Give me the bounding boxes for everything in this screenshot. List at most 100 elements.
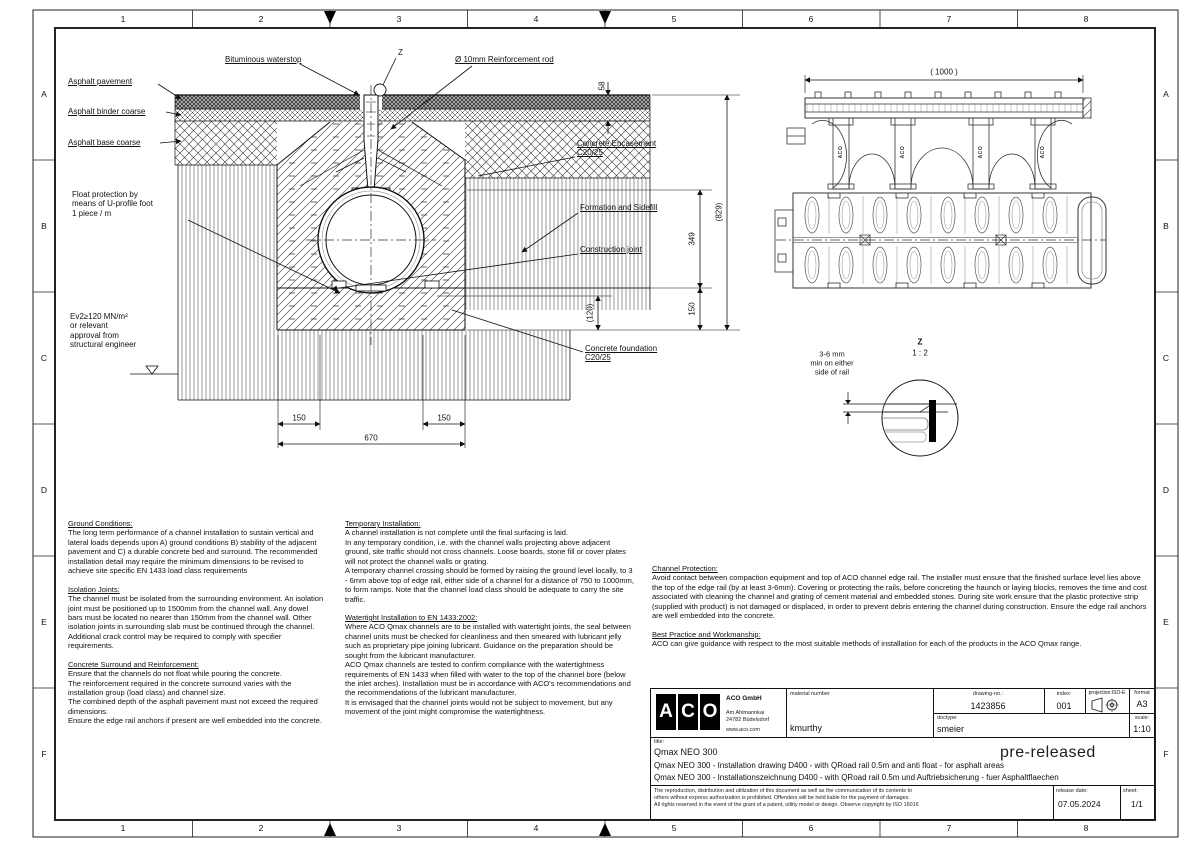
grid-row-right-e: E bbox=[1163, 617, 1169, 627]
grid-col-bot-3: 3 bbox=[396, 823, 402, 833]
dim-unit-length: ( 1000 ) bbox=[930, 67, 958, 77]
detail-z-ref: Z bbox=[917, 337, 923, 347]
grid-col-top-4: 4 bbox=[533, 14, 539, 24]
label-concrete-encasement: Concrete Encasement C20/25 bbox=[577, 139, 657, 158]
grid-col-bot-2: 2 bbox=[258, 823, 264, 833]
index-label: index: bbox=[1056, 691, 1072, 697]
label-reinforcement-rod: Ø 10mm Reinforcement rod bbox=[455, 55, 554, 64]
drawing-no-value: 1423856 bbox=[970, 701, 1006, 711]
label-asphalt-binder: Asphalt binder coarse bbox=[68, 107, 146, 116]
grid-col-bot-1: 1 bbox=[120, 823, 126, 833]
title-subtitle-1: Qmax NEO 300 - Installation drawing D400… bbox=[654, 761, 1004, 770]
label-formation-sidefill: Formation and Sidefill bbox=[580, 203, 658, 212]
dim-formation-depth: 349 bbox=[687, 232, 697, 246]
material-number-label: material number bbox=[790, 691, 830, 697]
centering-marks bbox=[324, 11, 611, 836]
label-float-protection: Float protection by means of U-profile f… bbox=[72, 190, 153, 218]
release-date-value: 07.05.2024 bbox=[1058, 799, 1101, 809]
grid-col-top-8: 8 bbox=[1083, 14, 1089, 24]
dim-foundation-side-right: 150 bbox=[437, 413, 451, 423]
plan-view bbox=[774, 192, 1107, 289]
grid-row-left-d: D bbox=[40, 485, 48, 495]
grid-row-left-b: B bbox=[41, 221, 47, 231]
notes-column-2: Temporary Installation: A channel instal… bbox=[345, 519, 637, 726]
scale-label: scale: bbox=[1134, 715, 1150, 721]
dim-asphalt-depth: 58 bbox=[597, 81, 607, 91]
release-status: pre-released bbox=[1000, 744, 1096, 761]
grid-row-right-f: F bbox=[1163, 749, 1169, 759]
detail-z-scale: 1 : 2 bbox=[912, 348, 928, 358]
grid-row-right-b: B bbox=[1163, 221, 1169, 231]
post-brand-mark: ACO bbox=[1040, 145, 1046, 159]
grid-col-bot-6: 6 bbox=[808, 823, 814, 833]
grid-col-bot-5: 5 bbox=[671, 823, 677, 833]
grid-col-top-1: 1 bbox=[120, 14, 126, 24]
aco-logo-letter: C bbox=[678, 694, 698, 730]
label-asphalt-pavement: Asphalt pavement bbox=[68, 77, 133, 86]
format-label: format bbox=[1134, 690, 1150, 696]
grid-col-bot-8: 8 bbox=[1083, 823, 1089, 833]
grid-row-right-a: A bbox=[1163, 89, 1169, 99]
heading-watertight-installation: Watertight Installation to EN 1433:2002: bbox=[345, 612, 478, 622]
grid-row-left-e: E bbox=[41, 617, 47, 627]
cross-section-view bbox=[130, 57, 1084, 448]
post-brand-mark: ACO bbox=[978, 145, 984, 159]
grid-col-top-3: 3 bbox=[396, 14, 402, 24]
heading-isolation-joints: Isolation Joints: bbox=[68, 584, 120, 594]
heading-channel-protection: Channel Protection: bbox=[652, 564, 718, 573]
title-subtitle-2: Qmax NEO 300 - Installationszeichnung D4… bbox=[654, 773, 1059, 782]
grid-row-right-c: C bbox=[1162, 353, 1170, 363]
dim-foundation-side-left: 150 bbox=[292, 413, 306, 423]
grid-row-left-f: F bbox=[41, 749, 47, 759]
body-best-practice: ACO can give guidance with respect to th… bbox=[652, 639, 1082, 649]
label-detail-ref-z: Z bbox=[398, 48, 403, 57]
company-address1: Am Ahlmannkai bbox=[726, 710, 765, 716]
heading-temporary-installation: Temporary Installation: bbox=[345, 519, 421, 528]
grid-col-top-6: 6 bbox=[808, 14, 814, 24]
sheet-value: 1/1 bbox=[1131, 799, 1143, 809]
aco-logo-letter: A bbox=[656, 694, 676, 730]
label-bearing-note: Ev2≥120 MN/m² or relevant approval from … bbox=[70, 312, 137, 350]
company-address2: 24782 Büdelsdorf bbox=[726, 717, 770, 723]
dim-foundation-under-channel: (120) bbox=[585, 303, 595, 323]
projection-label: projection:ISO-E bbox=[1088, 690, 1126, 696]
doctype-value: smeier bbox=[937, 724, 965, 734]
notes-column-3: Channel Protection: Avoid contact betwee… bbox=[652, 564, 1152, 658]
aco-logo: A C O bbox=[656, 694, 720, 730]
company-name: ACO GmbH bbox=[726, 695, 762, 702]
company-website: www.aco.com bbox=[726, 727, 760, 733]
body-concrete-surround: Ensure that the channels do not float wh… bbox=[68, 669, 322, 726]
drawing-no-label: drawing-no.: bbox=[972, 691, 1004, 697]
release-date-label: release date: bbox=[1056, 788, 1088, 794]
material-number-value: kmurthy bbox=[790, 723, 823, 733]
label-asphalt-base: Asphalt base coarse bbox=[68, 138, 141, 147]
doctype-label: doctype: bbox=[937, 715, 958, 721]
dim-overall-depth: (829) bbox=[714, 202, 724, 222]
heading-ground-conditions: Ground Conditions: bbox=[68, 519, 133, 528]
index-value: 001 bbox=[1056, 701, 1072, 711]
format-value: A3 bbox=[1136, 699, 1148, 709]
grid-col-bot-4: 4 bbox=[533, 823, 539, 833]
body-temporary-installation: A channel installation is not complete u… bbox=[345, 528, 634, 604]
body-channel-protection: Avoid contact between compaction equipme… bbox=[652, 573, 1147, 621]
side-elevation-view bbox=[786, 91, 1092, 190]
grid-col-top-7: 7 bbox=[946, 14, 952, 24]
post-brand-mark: ACO bbox=[900, 145, 906, 159]
grid-col-bot-7: 7 bbox=[946, 823, 952, 833]
grid-row-left-a: A bbox=[41, 89, 47, 99]
grid-col-top-5: 5 bbox=[671, 14, 677, 24]
body-ground-conditions: The long term performance of a channel i… bbox=[68, 528, 318, 576]
projection-symbol bbox=[1091, 697, 1119, 713]
grid-row-right-d: D bbox=[1162, 485, 1170, 495]
grid-row-left-c: C bbox=[40, 353, 48, 363]
title-label: title: bbox=[654, 739, 665, 745]
heading-best-practice: Best Practice and Workmanship: bbox=[652, 629, 761, 639]
post-brand-mark: ACO bbox=[838, 145, 844, 159]
sheet-frame bbox=[32, 9, 1179, 838]
notes-column-1: Ground Conditions: The long term perform… bbox=[68, 519, 328, 735]
grid-col-top-2: 2 bbox=[258, 14, 264, 24]
title-block bbox=[650, 688, 1155, 820]
legal-notice: The reproduction, distribution and utili… bbox=[654, 788, 919, 808]
